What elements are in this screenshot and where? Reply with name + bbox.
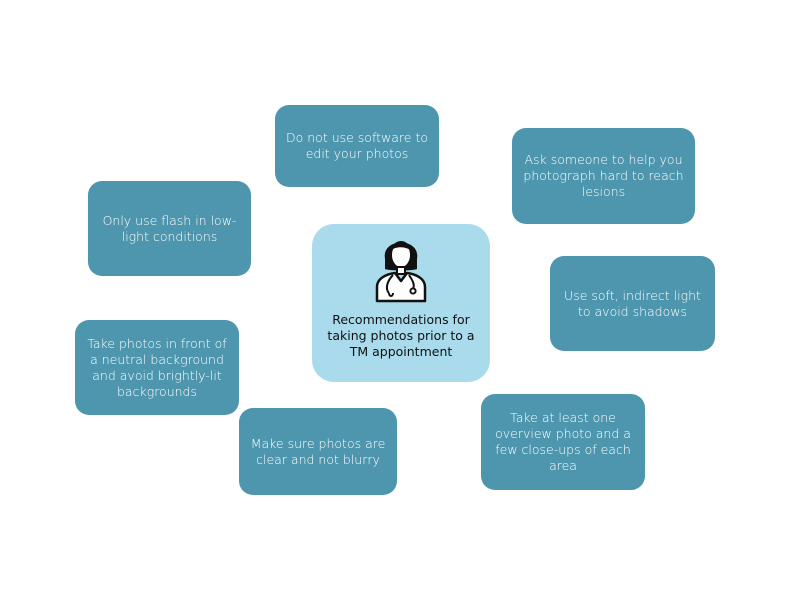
tip-text: Do not use software to edit your photos [286, 130, 428, 161]
tip-card-neutral-background: Take photos in front of a neutral backgr… [75, 320, 239, 415]
tip-card-overview-and-closeups: Take at least one overview photo and a f… [481, 394, 645, 490]
doctor-with-stethoscope-icon [375, 241, 427, 303]
central-topic-card: Recommendations for taking photos prior … [312, 224, 490, 382]
tip-card-soft-light: Use soft, indirect light to avoid shadow… [550, 256, 715, 351]
tip-text: Only use flash in low-light conditions [102, 212, 237, 244]
tip-text: Use soft, indirect light to avoid shadow… [564, 287, 701, 319]
tip-text: Make sure photos are clear and not blurr… [250, 435, 386, 467]
tip-text: Take photos in front of a neutral backgr… [87, 335, 227, 399]
central-topic-label: Recommendations for taking photos prior … [327, 312, 475, 359]
tip-card-ask-for-help: Ask someone to help you photograph hard … [512, 128, 695, 224]
tip-card-no-editing-software: Do not use software to edit your photos [275, 105, 439, 187]
tip-card-flash-low-light: Only use flash in low-light conditions [88, 181, 251, 276]
tip-text: Ask someone to help you photograph hard … [523, 152, 684, 199]
tip-card-clear-photos: Make sure photos are clear and not blurr… [239, 408, 397, 495]
tip-text: Take at least one overview photo and a f… [495, 410, 631, 473]
